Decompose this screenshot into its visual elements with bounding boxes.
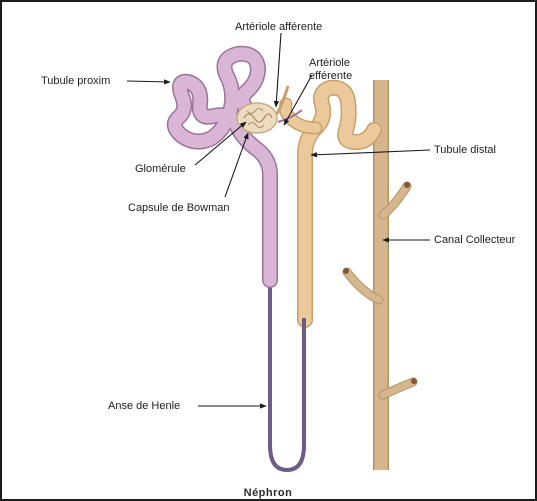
label-anse-henle: Anse de Henle [108,400,180,412]
label-arteriole-efferente-line1: Artériole [309,57,350,69]
label-canal-collecteur: Canal Collecteur [434,234,516,246]
label-capsule-bowman: Capsule de Bowman [128,202,230,214]
diagram-title: Néphron [244,487,293,499]
label-tubule-distal: Tubule distal [434,144,496,156]
proximal-tubule [175,54,270,280]
glomerulus [237,103,277,133]
label-tubule-proxim: Tubule proxim [41,75,110,87]
label-arteriole-afferente: Artériole afférente [235,21,322,33]
label-arteriole-efferente-line2: efférente [309,70,352,82]
label-glomerule: Glomérule [135,163,186,175]
